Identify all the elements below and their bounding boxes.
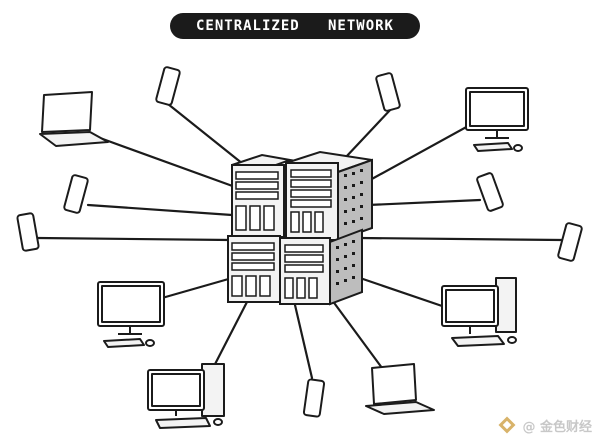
smartphone-icon bbox=[557, 222, 583, 262]
link-phone-mid-right bbox=[366, 198, 482, 207]
smartphone-icon bbox=[302, 378, 326, 418]
central-server-cluster bbox=[227, 150, 373, 306]
monitor-icon bbox=[465, 87, 529, 152]
link-laptop-top-left bbox=[98, 136, 240, 190]
link-phone-bottom bbox=[293, 303, 314, 380]
server-rack-icon bbox=[227, 235, 281, 303]
link-desktop-bottom-right bbox=[358, 276, 447, 309]
smartphone-icon bbox=[155, 66, 181, 106]
server-rack-icon bbox=[279, 228, 363, 306]
link-phone-top-left bbox=[166, 102, 250, 170]
link-monitor-bottom-left bbox=[153, 276, 234, 302]
laptop-icon bbox=[365, 363, 435, 415]
server-rack-icon bbox=[285, 150, 373, 242]
link-phone-top-right bbox=[343, 106, 394, 160]
monitor-icon bbox=[97, 281, 165, 348]
link-monitor-top-right bbox=[368, 123, 472, 182]
link-phone-mid-left bbox=[86, 203, 234, 217]
link-phone-far-right bbox=[358, 236, 564, 242]
link-desktop-bottom-left bbox=[210, 298, 250, 372]
link-laptop-bottom-right bbox=[330, 298, 387, 374]
watermark-text: @ 金色财经 bbox=[522, 419, 592, 435]
laptop-icon bbox=[39, 91, 109, 147]
watermark: @ 金色财经 bbox=[498, 414, 592, 436]
desktop-computer-icon bbox=[147, 363, 225, 429]
desktop-computer-icon bbox=[441, 277, 517, 347]
smartphone-icon bbox=[63, 174, 89, 214]
smartphone-icon bbox=[16, 212, 40, 252]
server-rack-icon bbox=[231, 153, 294, 238]
gold-diamond-logo-icon bbox=[498, 416, 516, 434]
link-phone-far-left bbox=[36, 236, 232, 242]
connection-lines bbox=[36, 102, 564, 380]
diagram-title: CENTRALIZED NETWORK bbox=[170, 13, 420, 39]
smartphone-icon bbox=[476, 172, 504, 212]
smartphone-icon bbox=[375, 72, 401, 112]
